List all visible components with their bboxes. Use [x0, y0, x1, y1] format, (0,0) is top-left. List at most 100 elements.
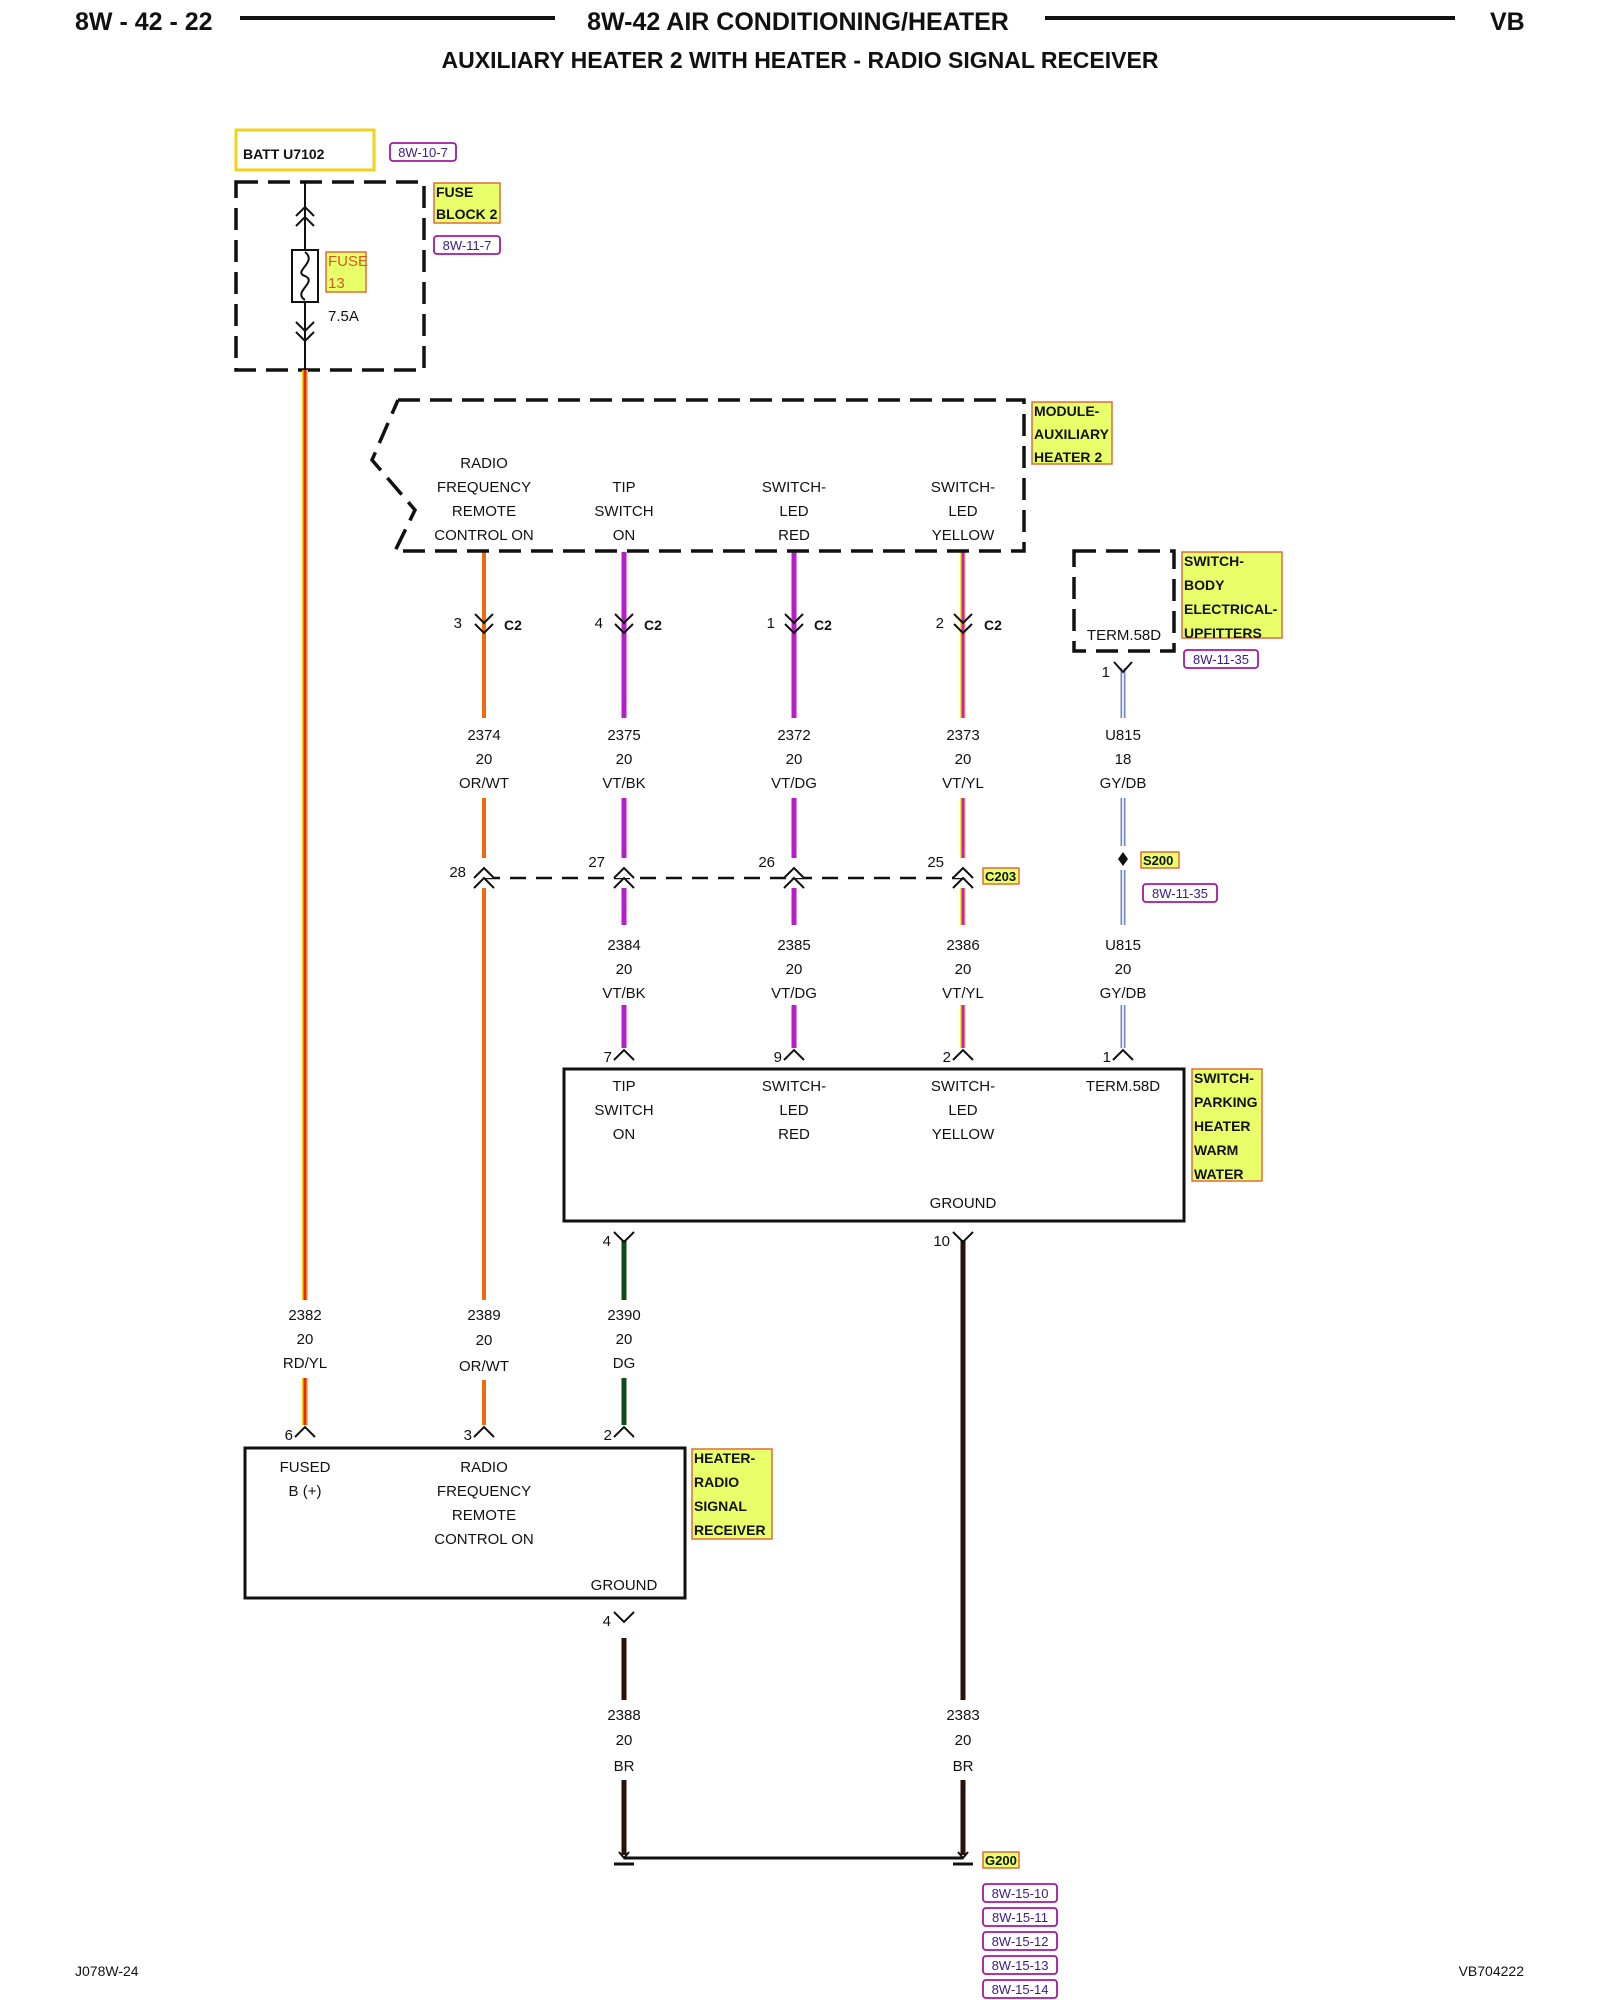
svg-text:ON: ON — [613, 527, 636, 544]
page-footer: J078W-24 VB704222 — [75, 1963, 1524, 1979]
s200-ref[interactable]: 8W-11-35 — [1152, 886, 1208, 901]
svg-text:RADIO: RADIO — [694, 1474, 739, 1490]
module-pin-led-yellow: SWITCH- LED YELLOW — [931, 479, 995, 544]
svg-text:2390: 2390 — [607, 1307, 640, 1324]
module-name: MODULE- — [1034, 403, 1100, 419]
svg-text:SWITCH-: SWITCH- — [1184, 553, 1244, 569]
connector-label: C2 — [644, 617, 662, 633]
wire-label-2374: 2374 20 OR/WT — [459, 727, 509, 792]
page-title: 8W-42 AIR CONDITIONING/HEATER — [587, 8, 1009, 36]
svg-text:RADIO: RADIO — [460, 455, 508, 472]
fuse-number: 13 — [328, 275, 345, 292]
svg-text:WATER: WATER — [1194, 1166, 1244, 1182]
wire-label-2372: 2372 20 VT/DG — [771, 727, 817, 792]
module-name-2: AUXILIARY — [1034, 426, 1110, 442]
wires — [302, 370, 1126, 1860]
svg-text:HEATER-: HEATER- — [694, 1450, 756, 1466]
s200-label: S200 — [1143, 853, 1173, 868]
svg-text:18: 18 — [1115, 751, 1132, 768]
fuse-block-ref[interactable]: 8W-11-7 — [443, 238, 492, 253]
wire-label-2389: 2389 20 OR/WT — [459, 1307, 509, 1375]
svg-text:YELLOW: YELLOW — [932, 1126, 995, 1143]
fuse-block-2: FUSE BLOCK 2 8W-11-7 FUSE 13 7.5A — [234, 180, 501, 372]
svg-text:GY/DB: GY/DB — [1100, 985, 1147, 1002]
fuse-rating: 7.5A — [328, 308, 359, 325]
g200-ref[interactable]: 8W-15-14 — [992, 1982, 1049, 1997]
pin-number: 2 — [604, 1427, 612, 1444]
batt-ref[interactable]: 8W-10-7 — [398, 145, 448, 160]
footer-left-code: J078W-24 — [75, 1963, 139, 1979]
svg-text:2372: 2372 — [777, 727, 810, 744]
upper-wire-labels: 2374 20 OR/WT 2375 20 VT/BK 2372 20 VT/D… — [459, 727, 1146, 792]
connector-label: C2 — [504, 617, 522, 633]
svg-text:TIP: TIP — [612, 1078, 635, 1095]
pin-number: 4 — [603, 1233, 611, 1250]
svg-text:CONTROL ON: CONTROL ON — [434, 527, 533, 544]
switch-parking-heater-warm-water: 7 9 2 1 TIP SWITCH ON SWITCH- LED RED SW… — [562, 1048, 1263, 1250]
svg-text:20: 20 — [1115, 961, 1132, 978]
svg-text:TERM.58D: TERM.58D — [1086, 1078, 1160, 1095]
g200-ref[interactable]: 8W-15-13 — [992, 1958, 1049, 1973]
svg-text:FREQUENCY: FREQUENCY — [437, 479, 531, 496]
g200-ref[interactable]: 8W-15-10 — [992, 1886, 1049, 1901]
switch-body-electrical-upfitters: TERM.58D SWITCH- BODY ELECTRICAL- UPFITT… — [1072, 549, 1283, 681]
svg-text:SWITCH-: SWITCH- — [762, 479, 826, 496]
ground-label: GROUND — [930, 1195, 997, 1212]
svg-text:20: 20 — [616, 961, 633, 978]
pin-number: 1 — [1103, 1049, 1111, 1066]
wire-label-2373: 2373 20 VT/YL — [942, 727, 984, 792]
svg-text:2389: 2389 — [467, 1307, 500, 1324]
svg-text:VT/YL: VT/YL — [942, 775, 984, 792]
pin-number: 4 — [603, 1613, 611, 1630]
svg-text:REMOTE: REMOTE — [452, 1507, 516, 1524]
svg-text:2374: 2374 — [467, 727, 500, 744]
g200-ref[interactable]: 8W-15-12 — [992, 1934, 1049, 1949]
connector-c203: 28 27 26 25 C203 — [449, 854, 1020, 889]
batt-feed: BATT U7102 8W-10-7 — [234, 128, 457, 172]
svg-text:20: 20 — [955, 1732, 972, 1749]
svg-text:20: 20 — [955, 751, 972, 768]
pin-number: 9 — [774, 1049, 782, 1066]
term-58d-label: TERM.58D — [1087, 627, 1161, 644]
svg-text:TIP: TIP — [612, 479, 635, 496]
svg-text:2388: 2388 — [607, 1707, 640, 1724]
g200-ref[interactable]: 8W-15-11 — [992, 1910, 1048, 1925]
pin-number: 2 — [936, 615, 944, 632]
diagram-subtitle: AUXILIARY HEATER 2 WITH HEATER - RADIO S… — [442, 47, 1159, 73]
svg-text:SWITCH: SWITCH — [594, 503, 653, 520]
module-pin-rf-remote: RADIO FREQUENCY REMOTE CONTROL ON — [434, 455, 533, 544]
svg-text:2373: 2373 — [946, 727, 979, 744]
connector-label: C2 — [984, 617, 1002, 633]
fuse-block-name: FUSE — [436, 184, 473, 200]
connector-label: C2 — [814, 617, 832, 633]
svg-text:20: 20 — [786, 961, 803, 978]
svg-text:20: 20 — [476, 751, 493, 768]
pin-number: 27 — [588, 854, 605, 871]
pin-number: 3 — [454, 615, 462, 632]
svg-text:20: 20 — [616, 1732, 633, 1749]
switch-body-ref[interactable]: 8W-11-35 — [1193, 652, 1249, 667]
svg-text:U815: U815 — [1105, 937, 1141, 954]
svg-text:ELECTRICAL-: ELECTRICAL- — [1184, 601, 1278, 617]
svg-text:20: 20 — [616, 751, 633, 768]
model-code: VB — [1490, 8, 1525, 36]
svg-text:RECEIVER: RECEIVER — [694, 1522, 766, 1538]
svg-text:BR: BR — [953, 1758, 974, 1775]
fuse-label: FUSE — [328, 253, 368, 270]
svg-text:20: 20 — [476, 1332, 493, 1349]
wire-label-2375: 2375 20 VT/BK — [602, 727, 645, 792]
svg-text:VT/DG: VT/DG — [771, 985, 817, 1002]
svg-text:LED: LED — [948, 503, 977, 520]
svg-text:OR/WT: OR/WT — [459, 775, 509, 792]
fuse-block-name-2: BLOCK 2 — [436, 206, 498, 222]
svg-text:DG: DG — [613, 1355, 636, 1372]
svg-text:2382: 2382 — [288, 1307, 321, 1324]
pin-number: 2 — [943, 1049, 951, 1066]
svg-text:VT/BK: VT/BK — [602, 775, 645, 792]
svg-text:20: 20 — [786, 751, 803, 768]
c203-label: C203 — [985, 869, 1016, 884]
wire-label-2388: 2388 20 BR — [607, 1707, 640, 1775]
svg-text:RD/YL: RD/YL — [283, 1355, 327, 1372]
svg-text:FUSED: FUSED — [280, 1459, 331, 1476]
svg-text:20: 20 — [616, 1331, 633, 1348]
